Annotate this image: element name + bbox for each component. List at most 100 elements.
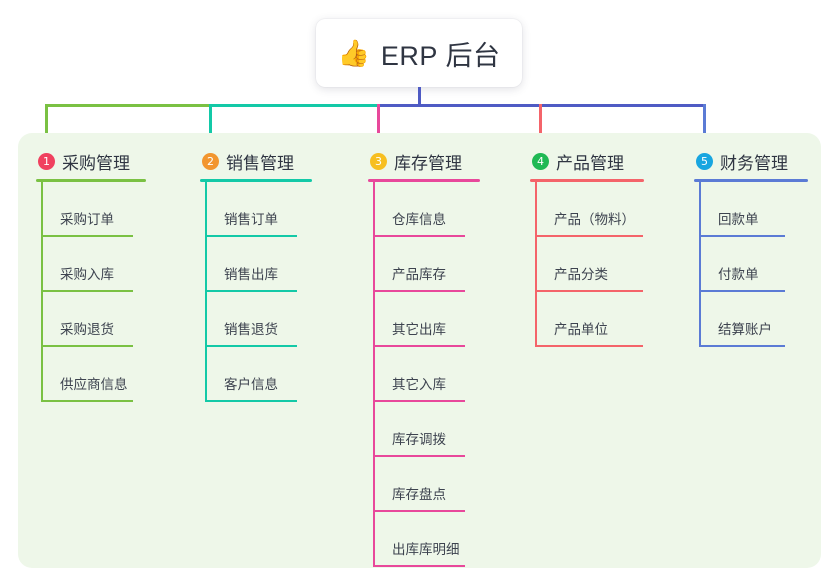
submodule-item[interactable]: 付款单 bbox=[694, 237, 808, 292]
submodule-underline bbox=[373, 400, 465, 402]
module-badge-1: 1 bbox=[38, 152, 55, 170]
connector-drop-1 bbox=[45, 104, 48, 145]
submodule-item[interactable]: 其它出库 bbox=[368, 292, 480, 347]
module-underline-5 bbox=[694, 179, 808, 182]
submodule-list-1: 采购订单采购入库采购退货供应商信息 bbox=[36, 182, 146, 402]
module-header-5[interactable]: 5 财务管理 bbox=[694, 148, 808, 174]
submodule-item[interactable]: 采购退货 bbox=[36, 292, 146, 347]
module-header-1[interactable]: 1 采购管理 bbox=[36, 148, 146, 174]
submodule-item[interactable]: 供应商信息 bbox=[36, 347, 146, 402]
submodule-underline bbox=[535, 290, 643, 292]
submodule-label: 回款单 bbox=[718, 212, 759, 227]
submodule-item[interactable]: 销售退货 bbox=[200, 292, 312, 347]
module-badge-5: 5 bbox=[696, 152, 713, 170]
module-badge-4: 4 bbox=[532, 152, 549, 170]
connector-trunk bbox=[418, 87, 421, 107]
submodule-label: 销售出库 bbox=[224, 267, 278, 282]
submodule-list-2: 销售订单销售出库销售退货客户信息 bbox=[200, 182, 312, 402]
module-underline-3 bbox=[368, 179, 480, 182]
submodule-item[interactable]: 产品（物料） bbox=[530, 182, 644, 237]
submodule-label: 采购入库 bbox=[60, 267, 114, 282]
submodule-label: 采购订单 bbox=[60, 212, 114, 227]
submodule-underline bbox=[205, 290, 297, 292]
submodule-underline bbox=[699, 345, 785, 347]
thumbs-up-icon: 👍 bbox=[337, 38, 370, 68]
module-underline-1 bbox=[36, 179, 146, 182]
submodule-label: 销售订单 bbox=[224, 212, 278, 227]
submodule-item[interactable]: 产品库存 bbox=[368, 237, 480, 292]
submodule-underline bbox=[205, 235, 297, 237]
root-title: ERP 后台 bbox=[380, 40, 501, 71]
submodule-underline bbox=[373, 345, 465, 347]
module-title-2: 销售管理 bbox=[226, 153, 294, 173]
submodule-label: 产品分类 bbox=[554, 267, 608, 282]
submodule-item[interactable]: 回款单 bbox=[694, 182, 808, 237]
submodule-label: 客户信息 bbox=[224, 377, 278, 392]
submodule-underline bbox=[699, 235, 785, 237]
module-column-2: 2 销售管理销售订单销售出库销售退货客户信息 bbox=[200, 148, 312, 402]
module-title-1: 采购管理 bbox=[62, 153, 130, 173]
submodule-item[interactable]: 产品单位 bbox=[530, 292, 644, 347]
submodule-item[interactable]: 产品分类 bbox=[530, 237, 644, 292]
module-header-4[interactable]: 4 产品管理 bbox=[530, 148, 644, 174]
submodule-spine-2 bbox=[205, 182, 207, 402]
root-node[interactable]: 👍 ERP 后台 bbox=[316, 19, 522, 87]
submodule-item[interactable]: 其它入库 bbox=[368, 347, 480, 402]
connector-drop-2 bbox=[209, 104, 212, 145]
submodule-list-4: 产品（物料） 产品分类产品单位 bbox=[530, 182, 644, 347]
submodule-label: 库存盘点 bbox=[392, 487, 446, 502]
submodule-item[interactable]: 客户信息 bbox=[200, 347, 312, 402]
submodule-label: 库存调拨 bbox=[392, 432, 446, 447]
module-column-1: 1 采购管理采购订单采购入库采购退货供应商信息 bbox=[36, 148, 146, 402]
submodule-underline bbox=[41, 290, 133, 292]
submodule-underline bbox=[535, 345, 643, 347]
submodule-underline bbox=[373, 510, 465, 512]
submodule-item[interactable]: 出库库明细 bbox=[368, 512, 480, 567]
submodule-item[interactable]: 销售出库 bbox=[200, 237, 312, 292]
module-column-5: 5 财务管理回款单付款单结算账户 bbox=[694, 148, 808, 347]
submodule-underline bbox=[699, 290, 785, 292]
submodule-item[interactable]: 采购入库 bbox=[36, 237, 146, 292]
module-title-4: 产品管理 bbox=[556, 153, 624, 173]
submodule-label: 采购退货 bbox=[60, 322, 114, 337]
submodule-underline bbox=[373, 565, 465, 567]
submodule-label: 销售退货 bbox=[224, 322, 278, 337]
root-node-content: 👍 ERP 后台 bbox=[338, 34, 501, 73]
modules-panel bbox=[18, 133, 821, 568]
submodule-underline bbox=[205, 400, 297, 402]
submodule-label: 付款单 bbox=[718, 267, 759, 282]
connector-bar-segment-1 bbox=[45, 104, 209, 107]
submodule-label: 其它出库 bbox=[392, 322, 446, 337]
module-header-2[interactable]: 2 销售管理 bbox=[200, 148, 312, 174]
submodule-spine-1 bbox=[41, 182, 43, 402]
module-badge-2: 2 bbox=[202, 152, 219, 170]
module-column-4: 4 产品管理产品（物料） 产品分类产品单位 bbox=[530, 148, 644, 347]
submodule-underline bbox=[373, 455, 465, 457]
submodule-item[interactable]: 销售订单 bbox=[200, 182, 312, 237]
submodule-spine-5 bbox=[699, 182, 701, 347]
submodule-underline bbox=[373, 235, 465, 237]
submodule-item[interactable]: 库存盘点 bbox=[368, 457, 480, 512]
module-title-3: 库存管理 bbox=[394, 153, 462, 173]
submodule-label: 产品（物料） bbox=[554, 212, 635, 227]
submodule-underline bbox=[41, 400, 133, 402]
submodule-label: 产品库存 bbox=[392, 267, 446, 282]
submodule-label: 供应商信息 bbox=[60, 377, 128, 392]
module-badge-3: 3 bbox=[370, 152, 387, 170]
submodule-underline bbox=[205, 345, 297, 347]
submodule-label: 产品单位 bbox=[554, 322, 608, 337]
submodule-list-5: 回款单付款单结算账户 bbox=[694, 182, 808, 347]
module-header-3[interactable]: 3 库存管理 bbox=[368, 148, 480, 174]
submodule-item[interactable]: 采购订单 bbox=[36, 182, 146, 237]
submodule-label: 仓库信息 bbox=[392, 212, 446, 227]
submodule-item[interactable]: 结算账户 bbox=[694, 292, 808, 347]
submodule-underline bbox=[41, 235, 133, 237]
connector-drop-5 bbox=[703, 104, 706, 145]
submodule-item[interactable]: 库存调拨 bbox=[368, 402, 480, 457]
submodule-label: 其它入库 bbox=[392, 377, 446, 392]
submodule-underline bbox=[535, 235, 643, 237]
module-title-5: 财务管理 bbox=[720, 153, 788, 173]
submodule-list-3: 仓库信息产品库存其它出库其它入库库存调拨库存盘点出库库明细 bbox=[368, 182, 480, 567]
submodule-item[interactable]: 仓库信息 bbox=[368, 182, 480, 237]
